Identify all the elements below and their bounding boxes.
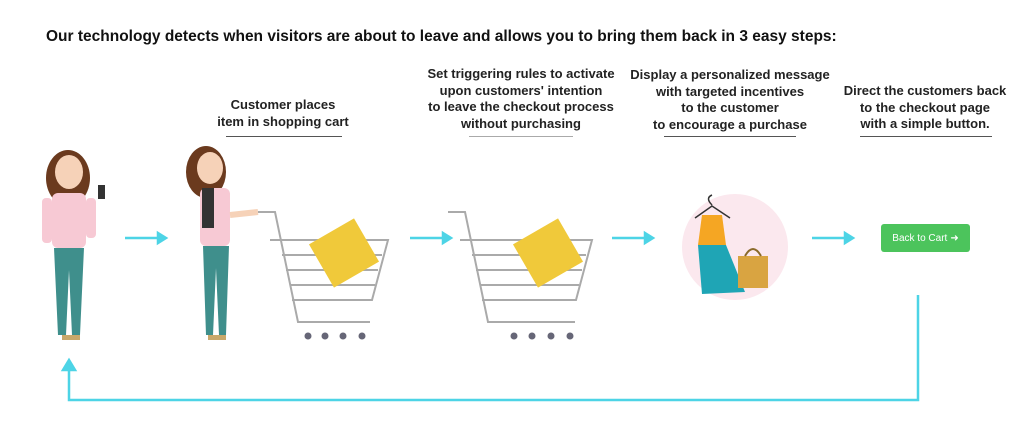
customer-woman-icon [42, 150, 105, 340]
caption-line: item in shopping cart [217, 113, 349, 129]
page-title: Our technology detects when visitors are… [46, 28, 837, 45]
step-2-caption: Set triggering rules to activate upon cu… [427, 66, 614, 132]
caption-line: upon customers' intention [439, 82, 603, 98]
loop-back-arrow-icon [60, 295, 920, 402]
caption-line: Display a personalized message [630, 67, 830, 82]
divider [664, 136, 796, 137]
caption-line: to the customer [681, 100, 779, 115]
flow-arrow-icon [125, 230, 856, 246]
step-4-caption: Direct the customers back to the checkou… [844, 83, 1007, 133]
back-to-cart-button[interactable]: Back to Cart ➜ [881, 224, 970, 252]
customer-with-cart-icon [186, 146, 259, 340]
abandoned-cart-icon [448, 211, 594, 340]
caption-line: to the checkout page [859, 99, 991, 115]
caption-line: with targeted incentives [655, 83, 805, 99]
caption-line: with a simple button. [860, 116, 990, 131]
caption-line: to encourage a purchase [653, 116, 807, 132]
caption-line: without purchasing [461, 115, 581, 131]
divider [469, 136, 573, 137]
shopping-cart-icon [258, 211, 390, 340]
divider [226, 136, 342, 137]
arrow-right-icon: ➜ [950, 232, 959, 244]
caption-line: Direct the customers back [843, 83, 1007, 98]
dress-incentive-icon [682, 194, 788, 300]
caption-line: Set triggering rules to activate [427, 66, 615, 81]
button-label: Back to Cart [892, 232, 948, 244]
step-3-caption: Display a personalized message with targ… [630, 67, 829, 133]
caption-line: Customer places [230, 97, 336, 112]
caption-line: to leave the checkout process [428, 99, 614, 114]
divider [860, 136, 992, 137]
step-1-caption: Customer places item in shopping cart [217, 97, 348, 130]
